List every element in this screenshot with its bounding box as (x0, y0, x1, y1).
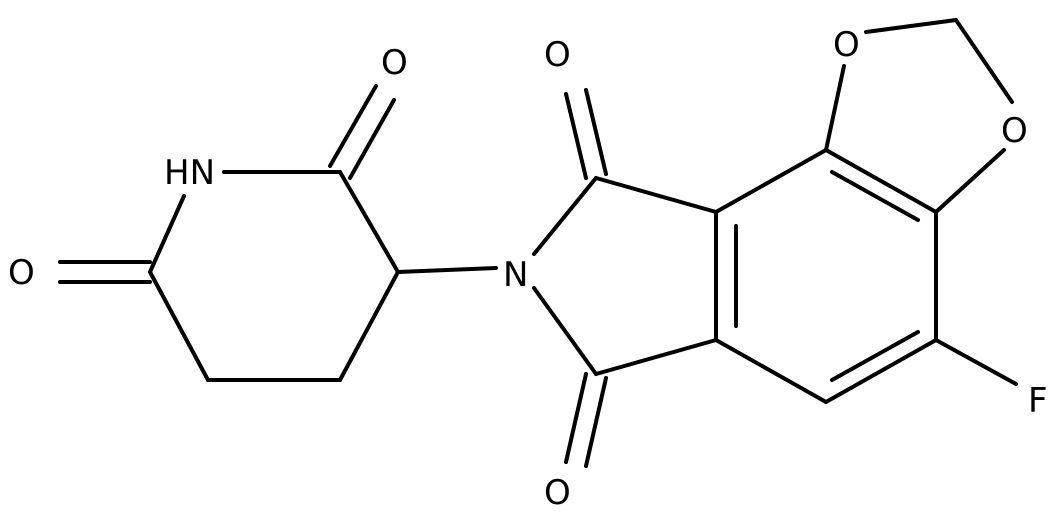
bond-ar2-o-top (824, 64, 846, 152)
benzene-ring (714, 148, 938, 404)
imide-ring (532, 88, 718, 468)
bond-c6-c5 (148, 270, 210, 382)
bond-c-top-o-double-b (584, 88, 608, 176)
bond-o-top-ch2 (864, 18, 958, 34)
bond-c-bottom-o-double-a (564, 372, 588, 464)
atom-o-piperidine-top: O (381, 43, 408, 83)
atom-nh-piperidine: HN (164, 153, 215, 193)
bond-ar1-ar2 (714, 148, 828, 214)
bond-n1-c6 (148, 194, 186, 274)
bond-ar2-ar3-inner (830, 170, 920, 222)
atom-o-imide-bottom: O (544, 473, 571, 513)
bond-n-c-bottom (532, 286, 598, 376)
bond-c4-c3 (338, 270, 400, 382)
bond-ar4-ar5 (824, 338, 938, 404)
bond-ar5-ar6 (714, 338, 828, 404)
glutarimide-ring (58, 84, 400, 382)
bond-c3-c2 (338, 170, 400, 274)
bond-c-bottom-o-double-b (584, 376, 608, 468)
bond-ar4-ar5-inner (830, 330, 920, 382)
bond-c2-o-double-b (348, 98, 396, 180)
atom-o-imide-top: O (544, 35, 571, 75)
bond-ch2-o-right (954, 18, 1014, 104)
atom-o-dioxole-right: O (1001, 111, 1028, 151)
bond-c-top-o-double-a (564, 92, 588, 180)
bond-c-f (934, 338, 1018, 386)
bond-c-top-ar (594, 176, 718, 214)
bond-c-bottom-ar (594, 338, 718, 376)
atom-o-piperidine-left: O (8, 253, 35, 293)
atom-o-dioxole-top: O (833, 25, 860, 65)
atom-fluorine: F (1028, 381, 1048, 421)
bond-o-right-ar3 (934, 148, 1006, 214)
atom-n-imide: N (503, 255, 528, 295)
bond-c3-n-imide (396, 266, 498, 274)
bond-n-c-top (532, 176, 598, 256)
bond-ar2-ar3 (824, 148, 938, 214)
dioxole-ring (824, 18, 1014, 214)
bond-c2-o-double-a (328, 84, 378, 168)
